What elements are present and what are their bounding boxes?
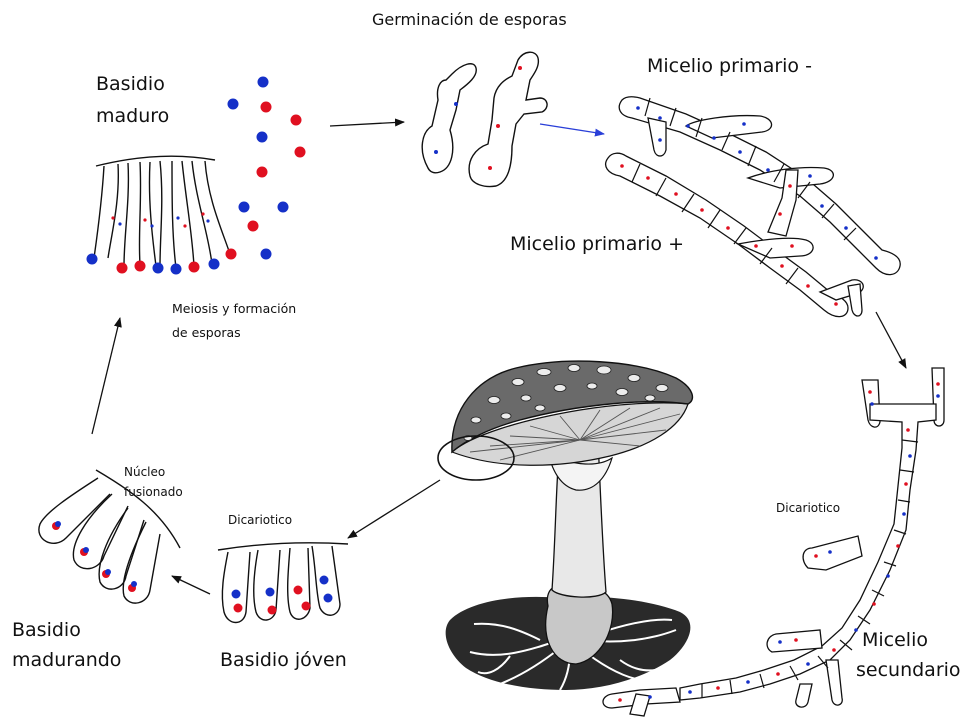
mushroom — [438, 361, 692, 690]
arrow-young-to-maturing — [172, 576, 210, 594]
label-dicariotico-right: Dicariotico — [776, 500, 840, 516]
arrow-germination-to-mycelium — [540, 124, 604, 134]
label-micelio-primario-menos: Micelio primario - — [647, 54, 812, 78]
arrow-maturing-to-mature — [92, 318, 120, 434]
label-basidio-maduro-2: maduro — [96, 104, 169, 128]
label-basidio-joven: Basidio jóven — [220, 648, 347, 672]
arrow-mushroom-to-young — [348, 480, 440, 538]
released-spores — [228, 77, 306, 260]
label-basidio-madurando-1: Basidio — [12, 618, 81, 642]
label-meiosis-2: de esporas — [172, 324, 241, 341]
label-basidio-maduro-1: Basidio — [96, 72, 165, 96]
arrow-spores-to-germination — [330, 122, 404, 126]
mature-basidium — [94, 156, 230, 268]
label-micelio-secundario-1: Micelio — [862, 628, 928, 652]
label-micelio-primario-mas: Micelio primario + — [510, 232, 684, 256]
label-meiosis-1: Meiosis y formación — [172, 300, 296, 317]
label-germinacion: Germinación de esporas — [372, 10, 567, 30]
germinating-spores — [422, 52, 547, 186]
label-nucleo-2: fusionado — [124, 484, 183, 500]
label-dicariotico-left: Dicariotico — [228, 512, 292, 528]
label-basidio-madurando-2: madurando — [12, 648, 121, 672]
arrow-mycelium-to-secondary — [876, 312, 906, 368]
label-micelio-secundario-2: secundario — [856, 658, 961, 682]
label-nucleo-1: Núcleo — [124, 464, 165, 480]
